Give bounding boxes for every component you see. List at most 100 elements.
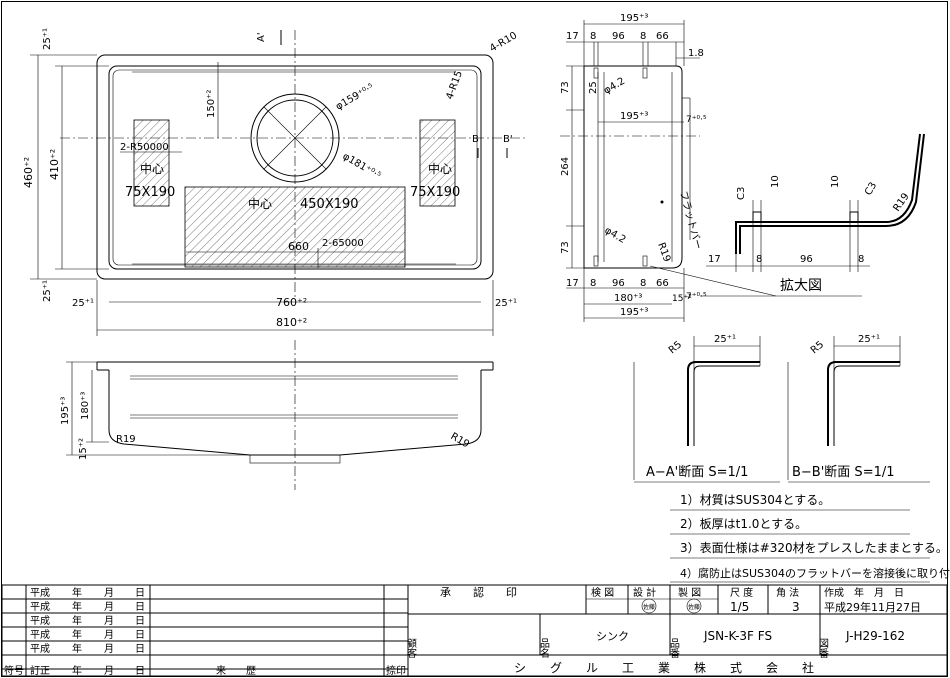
front-dim-15: 15⁺²	[78, 438, 89, 460]
svg-text:月: 月	[104, 587, 114, 599]
label-r65000: 2-65000	[322, 238, 364, 249]
front-dim-195: 195⁺³	[60, 397, 71, 425]
svg-text:符号: 符号	[4, 664, 24, 677]
svg-text:訂正: 訂正	[30, 664, 50, 677]
side-dim-phi42-top: φ4.2	[602, 76, 627, 97]
svg-text:年: 年	[72, 664, 82, 677]
side-view: 195⁺³ 17 8 96 8 66 1.8 73 264 73 25 φ4.2…	[560, 13, 777, 322]
note-3: 3）表面仕様は#320材をプレスしたままとする。	[680, 541, 948, 555]
side-dim-195-bot: 195⁺³	[620, 307, 648, 318]
side-dim-25: 25	[588, 81, 599, 94]
design-stamp	[641, 598, 657, 614]
drafting-stamp-text: 佐藤	[688, 603, 700, 611]
dim-left-25: 25⁺¹	[72, 298, 94, 309]
dim-410: 410⁺²	[48, 149, 61, 180]
svg-text:平成: 平成	[30, 643, 50, 655]
detail-title: 拡大図	[780, 278, 822, 294]
section-a: 25⁺¹ R5 A−A'断面 S=1/1	[633, 334, 780, 483]
svg-text:月: 月	[104, 665, 114, 677]
svg-text:年: 年	[72, 614, 82, 627]
drawing-no-label: 図番	[817, 638, 829, 659]
detail-dim-8-left: 8	[756, 254, 762, 265]
center-right-label: 中心	[428, 161, 452, 176]
svg-text:平成: 平成	[30, 629, 50, 641]
front-view: R19 R19 195⁺³ 180⁺³ 15⁺²	[60, 340, 494, 490]
svg-text:月: 月	[104, 643, 114, 655]
svg-text:来 歴: 来 歴	[216, 665, 256, 677]
section-b-r5: R5	[809, 339, 826, 356]
side-dim-8-bot: 8	[590, 278, 596, 289]
approval-label: 承 認 印	[440, 585, 517, 599]
side-dim-17-top: 17	[566, 31, 579, 42]
drafting-stamp	[686, 598, 702, 614]
dim-right-25: 25⁺¹	[495, 298, 517, 309]
center-left-label: 中心	[140, 161, 164, 176]
svg-text:日: 日	[135, 588, 145, 599]
section-a-title: A−A'断面 S=1/1	[646, 465, 748, 480]
note-1: 1）材質はSUS304とする。	[680, 492, 830, 507]
dim-bottom-25: 25⁺¹	[42, 280, 53, 302]
product-label: 品名	[538, 638, 550, 659]
angle-label: 角 法	[776, 586, 799, 599]
front-r19-right: R19	[449, 431, 472, 450]
detail-c3-left: C3	[736, 187, 747, 200]
svg-text:日: 日	[135, 644, 145, 655]
label-r10: 4-R10	[488, 30, 519, 54]
section-b-right: B'	[503, 134, 513, 145]
note-2: 2）板厚はt1.0とする。	[680, 517, 807, 531]
detail-dim-8-right: 8	[858, 254, 864, 265]
side-dim-8-top2: 8	[640, 31, 646, 42]
detail-dim-96: 96	[800, 254, 813, 265]
side-dim-66-bot: 66	[656, 278, 669, 289]
svg-text:平成: 平成	[30, 601, 50, 613]
drain-outer	[250, 93, 340, 183]
revision-row-1: 平成 年 月 日	[30, 586, 145, 599]
note-4: 4）腐防止はSUS304のフラットバーを溶接後に取り付けとする。	[680, 566, 950, 580]
svg-text:年: 年	[72, 600, 82, 613]
revision-row-4: 平成 年 月 日	[30, 628, 145, 641]
design-stamp-text: 佐藤	[643, 603, 655, 611]
dim-810: 810⁺²	[276, 316, 307, 329]
section-a-top: A'	[256, 32, 267, 42]
detail-10-left: 10	[770, 175, 781, 188]
side-label-r19: R19	[655, 241, 672, 263]
front-r19-left: R19	[116, 434, 136, 445]
center-mark-middle	[184, 186, 406, 268]
model-label: 品番	[668, 638, 680, 659]
section-a-dim: 25⁺¹	[714, 334, 736, 345]
drawing-no-value: J-H29-162	[845, 629, 905, 643]
section-b-dim: 25⁺¹	[858, 334, 880, 345]
revision-row-3: 平成 年 月 日	[30, 614, 145, 627]
svg-text:平成: 平成	[30, 587, 50, 599]
model-value: JSN-K-3F FS	[703, 629, 772, 643]
dim-760: 760⁺²	[276, 296, 307, 309]
svg-text:捺印: 捺印	[386, 664, 406, 677]
svg-text:平成: 平成	[30, 615, 50, 627]
svg-text:年: 年	[72, 642, 82, 655]
svg-text:月: 月	[104, 615, 114, 627]
side-label-flatbar: フラットバー	[677, 190, 704, 251]
center-mark-left	[133, 119, 170, 207]
customer-label: 顧客	[405, 637, 417, 659]
center-middle-label: 中心	[248, 196, 272, 211]
side-dim-8-top: 8	[590, 31, 596, 42]
scale-value: 1/5	[730, 600, 749, 614]
side-dim-73-top: 73	[560, 81, 571, 94]
created-value: 平成29年11月27日	[824, 600, 921, 614]
revision-row-5: 平成 年 月 日	[30, 642, 145, 655]
design-label: 設 計	[633, 586, 656, 599]
svg-text:年: 年	[72, 586, 82, 599]
section-b-title: B−B'断面 S=1/1	[792, 465, 895, 480]
company-name: シ グ ル 工 業 株 式 会 社	[514, 660, 814, 675]
angle-value: 3	[792, 600, 800, 614]
notes: 1）材質はSUS304とする。 2）板厚はt1.0とする。 3）表面仕様は#32…	[670, 492, 950, 583]
side-dim-73-bot: 73	[560, 241, 571, 254]
side-dim-1-8: 1.8	[688, 48, 704, 59]
label-phi159: φ159⁺⁰·⁵	[334, 82, 376, 113]
center-mark-right	[419, 119, 456, 207]
svg-text:日: 日	[135, 602, 145, 613]
svg-text:日: 日	[135, 630, 145, 641]
section-b: 25⁺¹ R5 B−B'断面 S=1/1	[787, 334, 930, 483]
detail-c3-right: C3	[863, 180, 879, 197]
